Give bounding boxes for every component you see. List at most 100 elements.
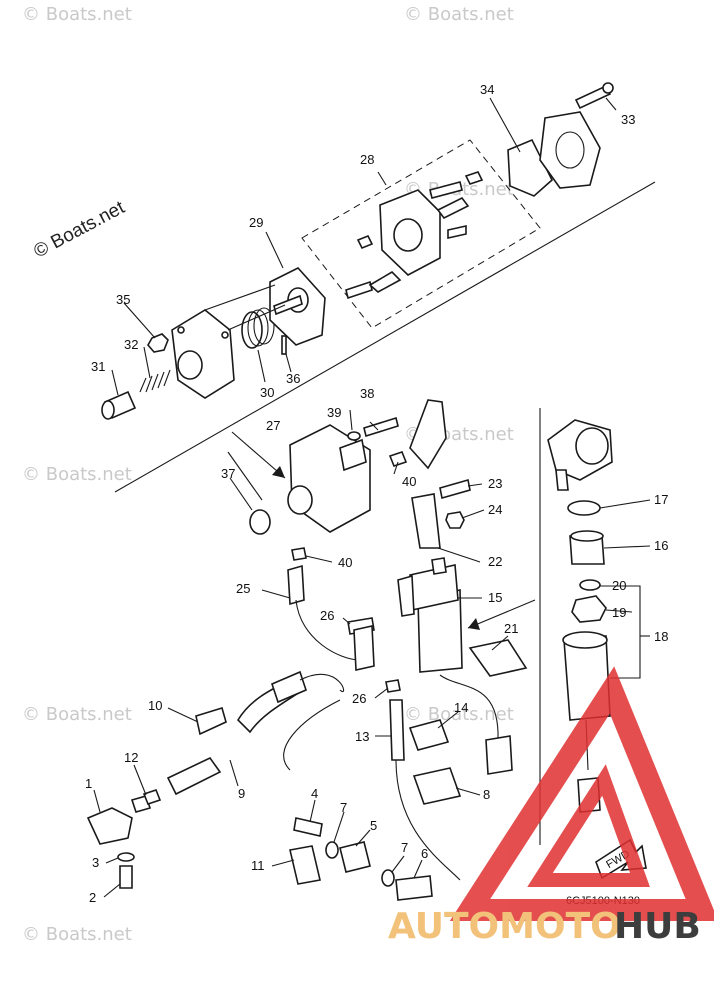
part-pump-housing: [171, 309, 235, 399]
callout-32: 32: [124, 337, 138, 352]
leader-7-upper: [333, 811, 345, 843]
brand-logo: [449, 666, 714, 921]
part-15-inlet: [397, 574, 415, 617]
callout-24: 24: [488, 502, 502, 517]
watermark-5: © Boats.net: [22, 704, 132, 725]
callout-7-upper: 7: [340, 800, 347, 815]
leader-16: [603, 545, 651, 549]
callout-21: 21: [504, 621, 518, 636]
guide-line-1: [204, 284, 276, 311]
logo-triangle-outer: [449, 666, 714, 921]
part-27-port: [287, 485, 313, 515]
callout-16: 16: [654, 538, 668, 553]
part-30-spring-coil-3: [253, 307, 275, 345]
leader-36: [285, 353, 292, 373]
callout-5: 5: [370, 818, 377, 833]
callout-27: 27: [266, 418, 280, 433]
leader-26-lower: [374, 687, 389, 699]
callout-19: 19: [612, 605, 626, 620]
leader-40-lower: [305, 555, 333, 563]
part-9-line: [299, 673, 345, 693]
watermark-group: © Boats.net © Boats.net © Boats.net © Bo…: [22, 4, 514, 945]
part-23-bolt: [439, 478, 471, 500]
leader-38: [369, 421, 379, 431]
part-22-bracket: [411, 493, 441, 549]
part-4-hose: [293, 817, 323, 837]
housing-bolt-hole-1: [177, 326, 185, 334]
right-panel-assembly: FWD: [547, 419, 651, 880]
leader-7-lower: [391, 855, 405, 873]
callout-30: 30: [260, 385, 274, 400]
callout-6: 6: [421, 846, 428, 861]
part-18-nipple: [555, 469, 569, 491]
callout-15: 15: [488, 590, 502, 605]
part-28-bore: [393, 218, 423, 252]
part-36-pin: [281, 335, 287, 355]
callout-25: 25: [236, 581, 250, 596]
callout-39: 39: [327, 405, 341, 420]
part-29-rod: [273, 294, 303, 316]
leader-10: [167, 707, 199, 723]
leader-34: [489, 97, 521, 153]
leader-8: [455, 787, 481, 796]
part-25-hose: [287, 564, 305, 606]
leader-33: [605, 97, 617, 111]
leader-19: [605, 609, 633, 613]
callout-26-lower: 26: [352, 691, 366, 706]
callout-1: 1: [85, 776, 92, 791]
part-12-clip: [142, 789, 162, 805]
part-27-fitting: [339, 438, 367, 472]
leader-5: [355, 829, 371, 847]
leader-28: [377, 171, 387, 186]
part-2-bolt: [119, 865, 133, 889]
watermark-7: © Boats.net: [22, 924, 132, 945]
part-37-o-ring: [249, 509, 271, 535]
leader-40-upper: [393, 461, 399, 475]
callout-17: 17: [654, 492, 668, 507]
leader-32: [143, 346, 151, 379]
callout-2: 2: [89, 890, 96, 905]
callout-11: 11: [251, 858, 265, 873]
leader-27: [227, 451, 263, 501]
callout-38: 38: [360, 386, 374, 401]
part-28-nut: [356, 234, 374, 250]
leader-26-upper: [342, 617, 351, 625]
part-28-screw-2: [429, 181, 463, 199]
callout-40-lower: 40: [338, 555, 352, 570]
part-30-spring-coil-2: [247, 309, 269, 347]
part-28-screw: [345, 280, 373, 300]
leader-35: [123, 302, 156, 339]
brand-part2: HUB: [614, 906, 701, 947]
part-34-gasket: [507, 138, 553, 197]
watermark-2: © Boats.net: [404, 4, 514, 25]
part-7-clip-1: [325, 841, 339, 859]
part-16-top: [570, 530, 604, 542]
part-19-float: [571, 595, 607, 623]
leader-22: [437, 547, 481, 563]
guide-line-2: [227, 304, 286, 331]
callout-34: 34: [480, 82, 494, 97]
part-7-clip-2: [381, 869, 395, 887]
part-38-bolt: [363, 416, 399, 438]
copyright-text: © Boats.net: [30, 197, 128, 263]
callout-23: 23: [488, 476, 502, 491]
leader-23: [467, 483, 483, 487]
part-40-clip-lower: [291, 547, 307, 561]
part-24-nut: [445, 511, 465, 529]
callout-26-upper: 26: [320, 608, 334, 623]
part-13-line: [395, 759, 461, 881]
part-18-head-port: [575, 427, 609, 465]
callout-7-lower: 7: [401, 840, 408, 855]
arrow-to-27-head: [272, 466, 285, 478]
callout-18: 18: [654, 629, 668, 644]
leader-4: [309, 799, 316, 823]
watermark-1: © Boats.net: [22, 4, 132, 25]
callout-35: 35: [116, 292, 130, 307]
leader-21: [491, 635, 509, 651]
leader-3: [105, 857, 119, 864]
leader-6: [413, 859, 423, 879]
callout-28: 28: [360, 152, 374, 167]
part-15-connector: [485, 735, 513, 775]
callout-33: 33: [621, 112, 635, 127]
